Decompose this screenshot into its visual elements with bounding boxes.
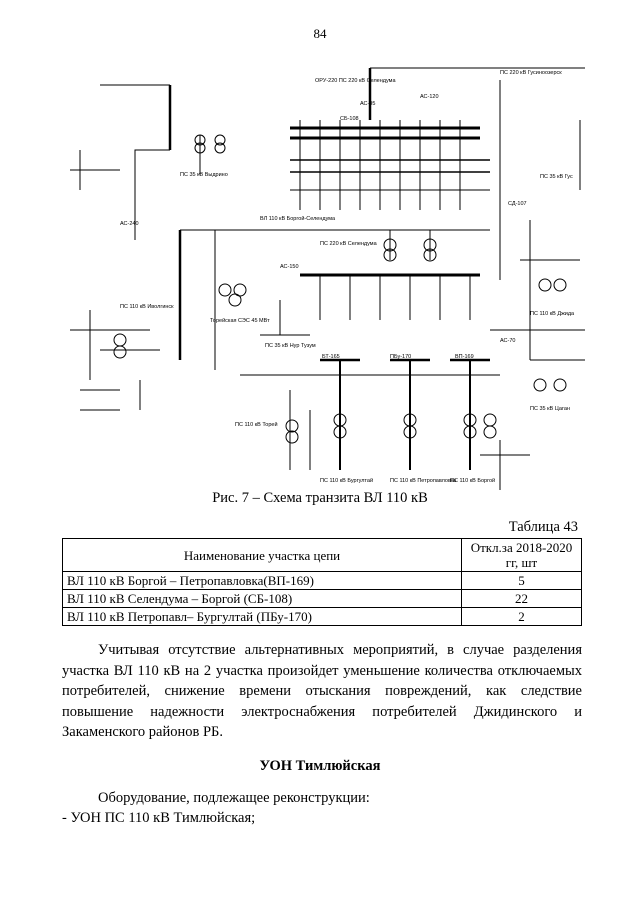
label-ac150: АС-150 — [280, 264, 299, 270]
label-ps110-ivolga: ПС 110 кВ Иволгинск — [120, 304, 174, 310]
body-paragraph: Учитывая отсутствие альтернативных мероп… — [62, 642, 582, 740]
section-name: ВЛ 110 кВ Петропавл– Бургултай (ПБу-170) — [62, 607, 462, 626]
borgoy-bus — [480, 440, 530, 490]
label-ps-gusinoozersk: ПС 220 кВ Гусиноозерск — [500, 70, 562, 76]
outage-count: 2 — [461, 607, 582, 626]
bays-220 — [299, 120, 461, 210]
ct321 — [490, 329, 585, 361]
ivolga-bus — [70, 310, 150, 380]
label-ps110-petropavl: ПС 110 кВ Петропавловка — [390, 478, 457, 484]
label-ac120: АС-120 — [420, 94, 439, 100]
label-ac240: АС-240 — [120, 221, 139, 227]
label-ps110-torey: ПС 110 кВ Торей — [235, 421, 278, 428]
table-row: ВЛ 110 кВ Петропавл– Бургултай (ПБу-170)… — [62, 607, 582, 626]
label-ac95: АС-95 — [360, 101, 375, 107]
label-ps35-nur-tuzum: ПС 35 кВ Нур Тузум — [265, 343, 316, 349]
label-ps110-burgultay: ПС 110 кВ Бургултай — [320, 477, 373, 484]
transit-scheme-diagram: ОРУ-220 ПС 220 кВ Селендума ПС 35 кВ Выд… — [70, 67, 585, 490]
label-ps110-borgoy: ПС 110 кВ Боргой — [450, 477, 495, 484]
table-row: ВЛ 110 кВ Боргой – Петропавловка(ВП-169)… — [62, 571, 582, 590]
label-ps220-selenduma: ПС 220 кВ Селендума — [320, 241, 378, 247]
bays-35 — [319, 275, 471, 320]
label-ps35-tsagan: ПС 35 кВ Цаган — [530, 406, 570, 412]
label-sb108: СБ-108 — [340, 116, 359, 122]
figure-caption: Рис. 7 – Схема транзита ВЛ 110 кВ — [212, 490, 428, 506]
bottom-verticals — [339, 360, 471, 470]
outage-table: Наименование участка цепи Откл.за 2018-2… — [62, 538, 582, 626]
dzhida-line — [520, 220, 580, 360]
label-vp169: ВП-169 — [455, 354, 474, 360]
equipment-intro: Оборудование, подлежащее реконструкции: — [98, 790, 370, 806]
table-label: Таблица 43 — [508, 519, 578, 535]
page-number: 84 — [313, 26, 327, 41]
outage-count: 22 — [461, 589, 582, 608]
outage-count: 5 — [461, 571, 582, 590]
label-ps110-dzhida: ПС 110 кВ Джида — [530, 311, 575, 317]
column-header-section: Наименование участка цепи — [62, 538, 462, 572]
ivolga-feeders — [100, 349, 160, 410]
label-sd107: СД-107 — [508, 201, 527, 207]
ivolga-lines — [80, 389, 120, 411]
label-vl-borgoy: ВЛ 110 кВ Боргой-Селендума — [260, 215, 336, 222]
label-torey-ses: Торейская СЭС 45 МВт — [210, 317, 270, 324]
table-header-row: Наименование участка цепи Откл.за 2018-2… — [62, 538, 582, 572]
bus-left — [70, 150, 120, 190]
label-ps35-vydrino: ПС 35 кВ Выдрино — [180, 172, 228, 178]
transit-scheme-figure: ОРУ-220 ПС 220 кВ Селендума ПС 35 кВ Выд… — [60, 60, 585, 490]
section-name: ВЛ 110 кВ Селендума – Боргой (СБ-108) — [62, 589, 462, 608]
label-orpu: ОРУ-220 ПС 220 кВ Селендума — [315, 78, 396, 84]
label-ac70: АС-70 — [500, 338, 515, 344]
section-heading: УОН Тимлюйская — [259, 758, 381, 774]
section-name: ВЛ 110 кВ Боргой – Петропавловка(ВП-169) — [62, 571, 462, 590]
label-pbu170: ПБу-170 — [390, 354, 411, 360]
column-header-outages: Откл.за 2018-2020 гг, шт — [461, 538, 582, 572]
label-bt165: БТ-165 — [322, 354, 340, 360]
nur-tuzum — [260, 300, 310, 336]
line-vydrino — [134, 149, 170, 240]
label-ps35-gusinoe: ПС 35 кВ Гус — [540, 174, 573, 180]
equipment-item: - УОН ПС 110 кВ Тимлюйская; — [62, 810, 256, 826]
table-row: ВЛ 110 кВ Селендума – Боргой (СБ-108) 22 — [62, 589, 582, 608]
torey-lines — [289, 390, 311, 470]
